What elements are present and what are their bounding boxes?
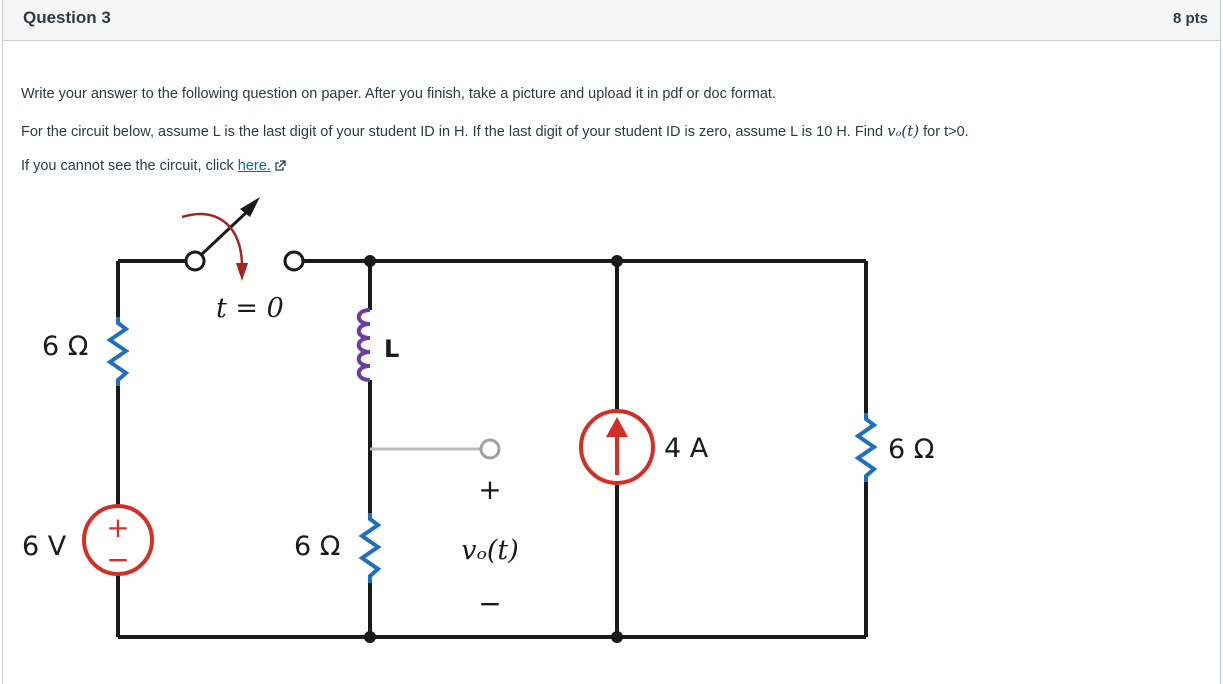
help-text: If you cannot see the circuit, click her…: [21, 158, 286, 175]
circuit-wires: [116, 259, 868, 639]
problem-text-before: For the circuit below, assume L is the l…: [21, 124, 888, 140]
output-voltage-label: vₒ(t): [461, 535, 519, 566]
right-resistor-label: 6 Ω: [888, 434, 934, 465]
instruction-text: Write your answer to the following quest…: [21, 86, 776, 102]
problem-text-after: for t>0.: [919, 124, 969, 140]
help-text-before: If you cannot see the circuit, click: [21, 158, 238, 174]
question-points: 8 pts: [1172, 10, 1208, 27]
problem-math-vo: vₒ(t): [887, 122, 920, 140]
current-source: [579, 409, 655, 485]
inductor: [356, 308, 371, 382]
question-title: Question 3: [23, 8, 111, 27]
output-plus-sign: +: [478, 473, 501, 506]
current-source-label: 4 A: [664, 433, 709, 464]
voltage-minus-sign: −: [106, 543, 129, 576]
question-header: Question 3 8 pts: [3, 0, 1220, 41]
middle-resistor-label: 6 Ω: [294, 531, 340, 562]
problem-text: For the circuit below, assume L is the l…: [21, 122, 969, 140]
inductor-label: L: [384, 335, 399, 363]
voltage-source-label: 6 V: [22, 531, 67, 562]
external-link-icon[interactable]: [275, 159, 286, 175]
circuit-diagram: t = 0 6 Ω + − 6 V L 6 Ω + vₒ(t) − 4 A 6 …: [22, 197, 934, 643]
switch: [181, 197, 305, 281]
output-terminal: [479, 438, 501, 460]
voltage-plus-sign: +: [106, 511, 129, 544]
right-resistor: [854, 413, 878, 482]
left-resistor-label: 6 Ω: [42, 331, 88, 362]
circuit-nodes: [364, 255, 623, 643]
voltage-source: + −: [82, 504, 154, 576]
output-minus-sign: −: [478, 587, 501, 620]
middle-resistor: [358, 513, 382, 583]
circuit-link[interactable]: here.: [237, 158, 271, 174]
switch-time-label: t = 0: [216, 293, 284, 324]
left-resistor: [106, 317, 130, 386]
